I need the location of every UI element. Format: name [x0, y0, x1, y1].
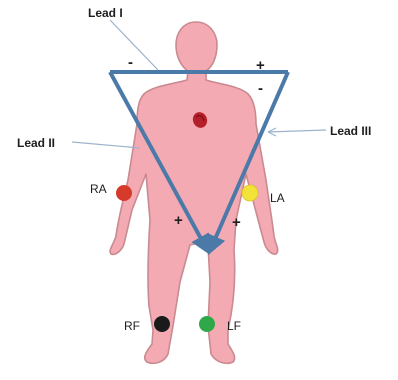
- electrode-lf-label: LF: [227, 319, 241, 333]
- lead-ii-pointer: [72, 142, 140, 148]
- electrode-ra-label: RA: [90, 182, 107, 196]
- lead-i-label: Lead I: [88, 6, 123, 20]
- lead-ii-label: Lead II: [17, 136, 55, 150]
- lead-i-positive-sign: +: [256, 57, 265, 74]
- lead-iii-negative-sign: -: [258, 80, 263, 97]
- electrode-rf-label: RF: [124, 319, 140, 333]
- electrode-la: [242, 185, 258, 201]
- lead-iii-positive-sign: +: [232, 214, 241, 231]
- lead-iii-pointer: [268, 130, 326, 132]
- lead-i-negative-sign: -: [128, 54, 133, 71]
- lead-i-pointer: [110, 20, 158, 70]
- electrode-la-label: LA: [270, 191, 285, 205]
- electrode-lf: [199, 316, 215, 332]
- electrode-ra: [116, 185, 132, 201]
- electrode-rf: [154, 316, 170, 332]
- lead-ii-positive-sign: +: [174, 212, 183, 229]
- lead-iii-label: Lead III: [330, 124, 371, 138]
